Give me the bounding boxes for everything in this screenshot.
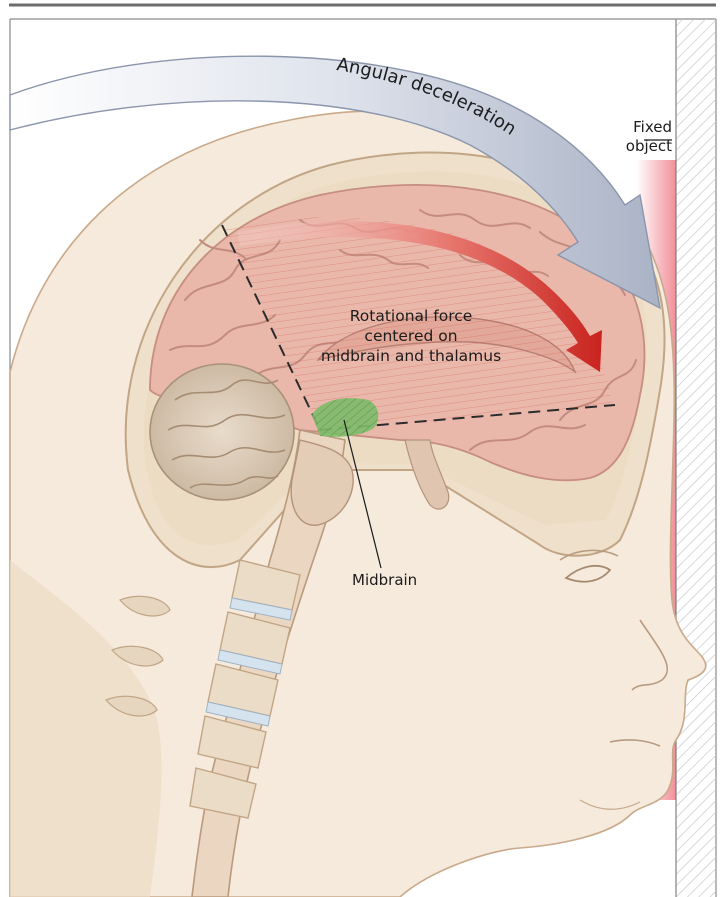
- fixed-object-label: Fixed object: [612, 118, 672, 156]
- rotational-force-label-line-3: midbrain and thalamus: [318, 346, 504, 366]
- midbrain-label: Midbrain: [352, 571, 417, 590]
- fixed-object-label-line-2: object: [612, 137, 672, 156]
- rotational-force-label-line-1: Rotational force: [318, 306, 504, 326]
- cerebellum: [150, 364, 294, 500]
- fixed-object-wall: [676, 19, 716, 897]
- rotational-force-label-line-2: centered on: [318, 326, 504, 346]
- rotational-force-label: Rotational force centered on midbrain an…: [318, 306, 504, 366]
- fixed-object-label-line-1: Fixed: [612, 118, 672, 137]
